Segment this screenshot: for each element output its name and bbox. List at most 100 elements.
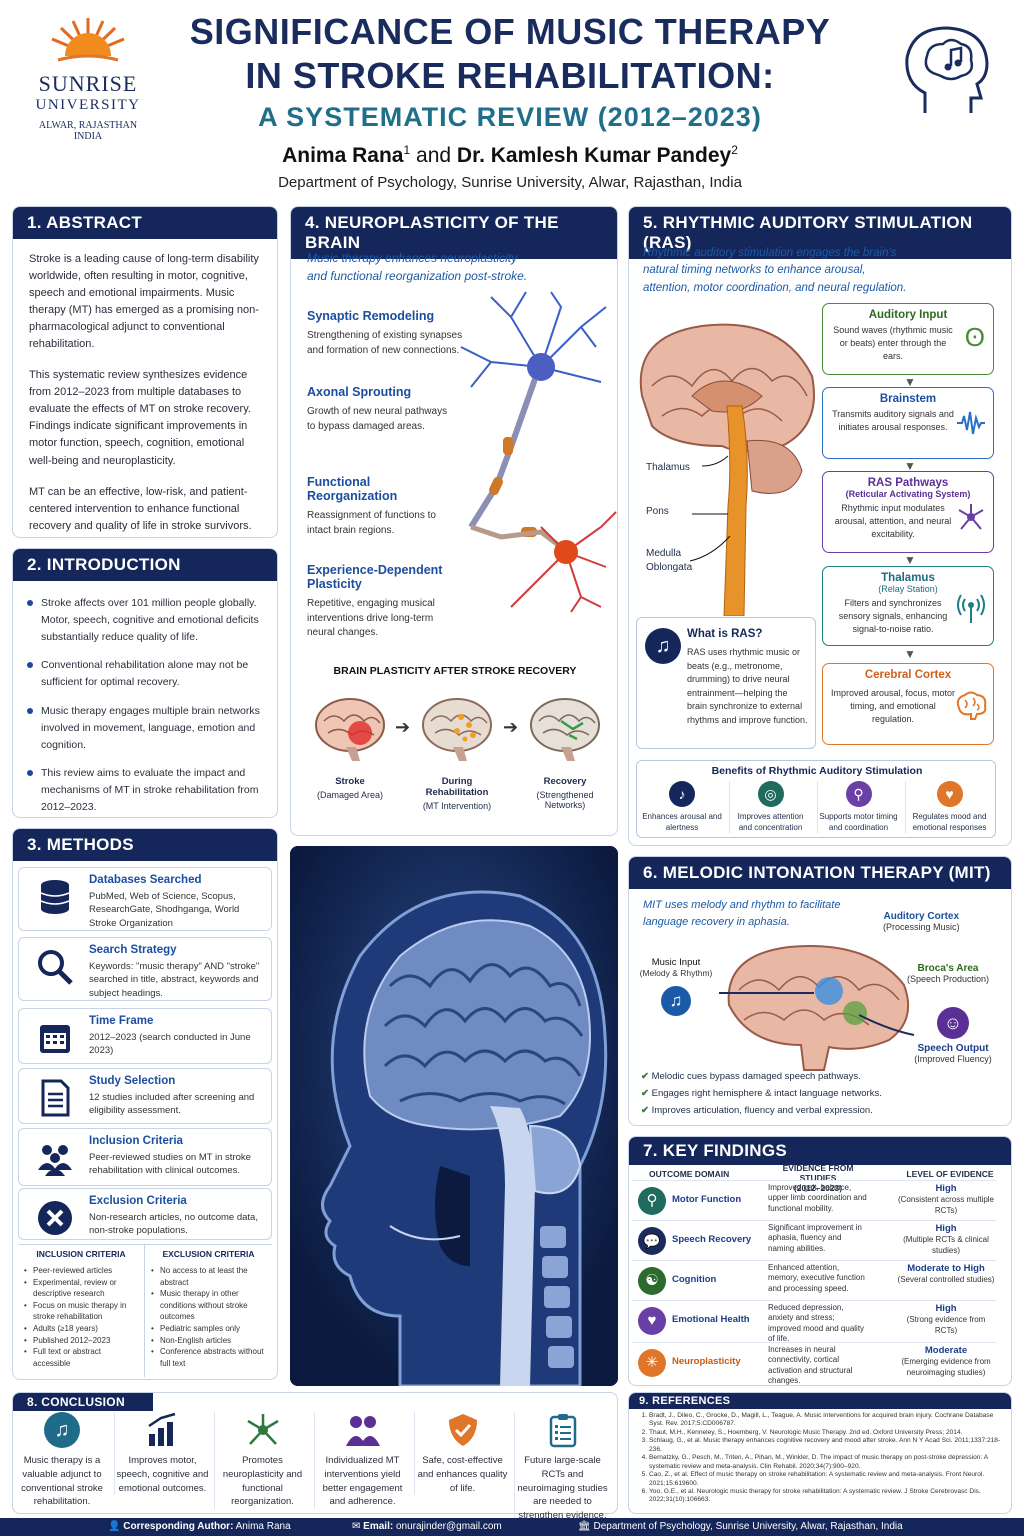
logo-name: SUNRISE (38, 71, 138, 96)
ras-step-title: Auditory Input (868, 309, 948, 321)
department: Department of Psychology, Sunrise Univer… (278, 174, 742, 191)
brain-recovered-icon (530, 698, 600, 761)
footer-bar: 👤 Corresponding Author: Anima Rana ✉ Ema… (0, 1518, 1024, 1536)
neuroplasticity-panel: 4. NEUROPLASTICITY OF THE BRAIN Music th… (290, 206, 618, 836)
ras-step-title: Cerebral Cortex (864, 669, 952, 681)
kf-domain: Cognition (672, 1274, 717, 1285)
inclusion-column: INCLUSION CRITERIA Peer-reviewed article… (18, 1245, 145, 1377)
logo-country: INDIA (73, 131, 103, 142)
kf-domain: Emotional Health (672, 1314, 750, 1325)
authors-and: and (416, 144, 452, 167)
label-note: (Melody & Rhythm) (639, 968, 713, 978)
ras-step-brainstem: Brainstem Transmits auditory signals and… (822, 387, 994, 459)
kf-col-domain: OUTCOME DOMAIN (649, 1169, 730, 1179)
table-row: 💬 Speech Recovery Significant improvemen… (632, 1220, 996, 1260)
mit-intro: MIT uses melody and rhythm to facilitate… (643, 899, 841, 928)
exclusion-item: Non-English articles (151, 1335, 266, 1347)
neuro-item-title: Functional Reorganization (307, 475, 398, 503)
neuroplasticity-heading: 4. NEUROPLASTICITY OF THE BRAIN (291, 207, 617, 259)
author-2: Dr. Kamlesh Kumar Pandey (456, 144, 732, 167)
logo-location: ALWAR, RAJASTHAN (38, 120, 138, 131)
benefit-label: Regulates mood and emotional responses (912, 812, 987, 833)
university-logo: SUNRISE UNIVERSITY ALWAR, RAJASTHAN INDI… (18, 14, 158, 154)
check-item: ✔ Melodic cues bypass damaged speech pat… (641, 1071, 921, 1082)
kf-evidence: Increases in neural connectivity, cortic… (768, 1345, 853, 1386)
check-icon: ✔ (641, 1088, 652, 1099)
abstract-panel: 1. ABSTRACT Stroke is a leading cause of… (12, 206, 278, 538)
abstract-heading: 1. ABSTRACT (13, 207, 277, 239)
conclusion-item: ♫ Music therapy is a valuable adjunct to… (14, 1412, 110, 1509)
label-title: Music Input (651, 957, 701, 968)
what-is-ras-body: RAS uses rhythmic music or beats (e.g., … (687, 647, 808, 725)
brain-icon: ☯ (638, 1267, 666, 1295)
abstract-para-1: Stroke is a leading cause of long-term d… (29, 253, 259, 351)
mit-label-auditory: Auditory Cortex (Processing Music) (883, 911, 960, 932)
footer-email: ✉ Email: onurajinder@gmail.com (352, 1518, 502, 1536)
what-is-ras-box: ♫ What is RAS? RAS uses rhythmic music o… (636, 617, 816, 749)
ras-step-auditory-input: Auditory Input Sound waves (rhythmic mus… (822, 303, 994, 375)
check-text: Engages right hemisphere & intact langua… (651, 1088, 882, 1099)
ras-step-title: Brainstem (879, 393, 937, 405)
benefit-item: ◎ Improves attention and concentration (729, 781, 811, 834)
ras-step-body: Filters and synchronizes sensory signals… (838, 598, 948, 635)
database-icon (40, 880, 70, 914)
inclusion-item: Published 2012–2023 (24, 1335, 138, 1347)
inclusion-item: Focus on music therapy in stroke rehabil… (24, 1300, 138, 1323)
ras-step-body: Rhythmic input modulates arousal, attent… (834, 503, 952, 540)
stage-rehab: During Rehabilitation (MT Intervention) (409, 687, 505, 811)
document-icon (41, 1079, 70, 1117)
author-1: Anima Rana (282, 144, 404, 167)
logo-sub: UNIVERSITY (35, 97, 141, 113)
mit-panel: 6. MELODIC INTONATION THERAPY (MIT) MIT … (628, 856, 1012, 1126)
kf-level: Moderate(Emerging evidence from neuroima… (896, 1345, 996, 1378)
ras-step-body: Sound waves (rhythmic music or beats) en… (833, 325, 953, 362)
footer-email-value[interactable]: onurajinder@gmail.com (395, 1521, 502, 1532)
neuro-item-body: Growth of new neural pathways to bypass … (307, 406, 448, 432)
ras-step-thalamus: Thalamus (Relay Station) Filters and syn… (822, 566, 994, 646)
inclusion-item: Peer-reviewed articles (24, 1265, 138, 1277)
arrow-down-icon: ▼ (904, 459, 916, 473)
table-row: ☯ Cognition Enhanced attention, memory, … (632, 1260, 996, 1300)
bar-growth-icon (147, 1412, 175, 1446)
brain-music-icon (905, 26, 989, 113)
neuro-intro: Music therapy enhances neuroplasticity a… (307, 251, 528, 283)
kf-evidence: Enhanced attention, memory, executive fu… (768, 1263, 865, 1293)
neuro-item-4: Experience-Dependent Plasticity Repetiti… (307, 563, 477, 641)
walking-icon: ⚲ (638, 1187, 666, 1215)
conclusion-text: Music therapy is a valuable adjunct to c… (21, 1455, 103, 1508)
kf-domain: Motor Function (672, 1194, 742, 1205)
conclusion-panel: 8. CONCLUSION (12, 1392, 618, 1514)
label-note: (Speech Production) (907, 974, 990, 984)
mit-label-input: Music Input (Melody & Rhythm) ♫ (635, 957, 717, 1016)
stage-recovery: Recovery (Strengthened Networks) (515, 687, 615, 810)
neuro-item-title: Synaptic Remodeling (307, 309, 435, 323)
footer-author-name: Anima Rana (235, 1521, 291, 1532)
mit-label-broca: Broca's Area (Speech Production) (907, 963, 989, 984)
conclusion-heading: 8. CONCLUSION (13, 1393, 153, 1411)
intro-item: Music therapy engages multiple brain net… (25, 703, 265, 753)
arrow-icon: ➔ (395, 717, 411, 737)
ras-intro: Rhythmic auditory stimulation engages th… (643, 247, 907, 294)
people-icon (38, 1145, 72, 1176)
ras-step-subtitle: (Relay Station) (878, 584, 938, 594)
method-body: Peer-reviewed studies on MT in stroke re… (89, 1152, 251, 1177)
ras-step-cortex: Cerebral Cortex Improved arousal, focus,… (822, 663, 994, 745)
references-list: Bradt, J., Dileo, C., Grocke, D., Magill… (629, 1409, 1011, 1505)
brain-damaged-icon (315, 698, 385, 761)
kf-level-note: (Strong evidence from RCTs) (906, 1315, 986, 1335)
method-title: Databases Searched (89, 874, 202, 886)
music-note-icon: ♫ (661, 986, 691, 1016)
clipboard-icon (549, 1414, 576, 1448)
method-body: 2012–2023 (search conducted in June 2023… (89, 1032, 251, 1057)
inclusion-item: Adults (≥18 years) (24, 1323, 138, 1335)
brain-note-icon: ♫ (44, 1412, 80, 1448)
email-icon: ✉ (352, 1521, 364, 1532)
ras-step-body: Transmits auditory signals and initiates… (832, 409, 954, 433)
author-2-sup: 2 (731, 143, 738, 157)
neuro-item-title: Axonal Sprouting (307, 385, 412, 399)
kf-evidence: Improved gait, balance, upper limb coord… (768, 1183, 867, 1213)
conclusion-item: Safe, cost-effective and enhances qualit… (414, 1412, 510, 1496)
arrow-icon: ➔ (503, 717, 519, 737)
stage-title: During Rehabilitation (425, 776, 489, 798)
kf-level-note: (Emerging evidence from neuroimaging stu… (901, 1357, 991, 1377)
